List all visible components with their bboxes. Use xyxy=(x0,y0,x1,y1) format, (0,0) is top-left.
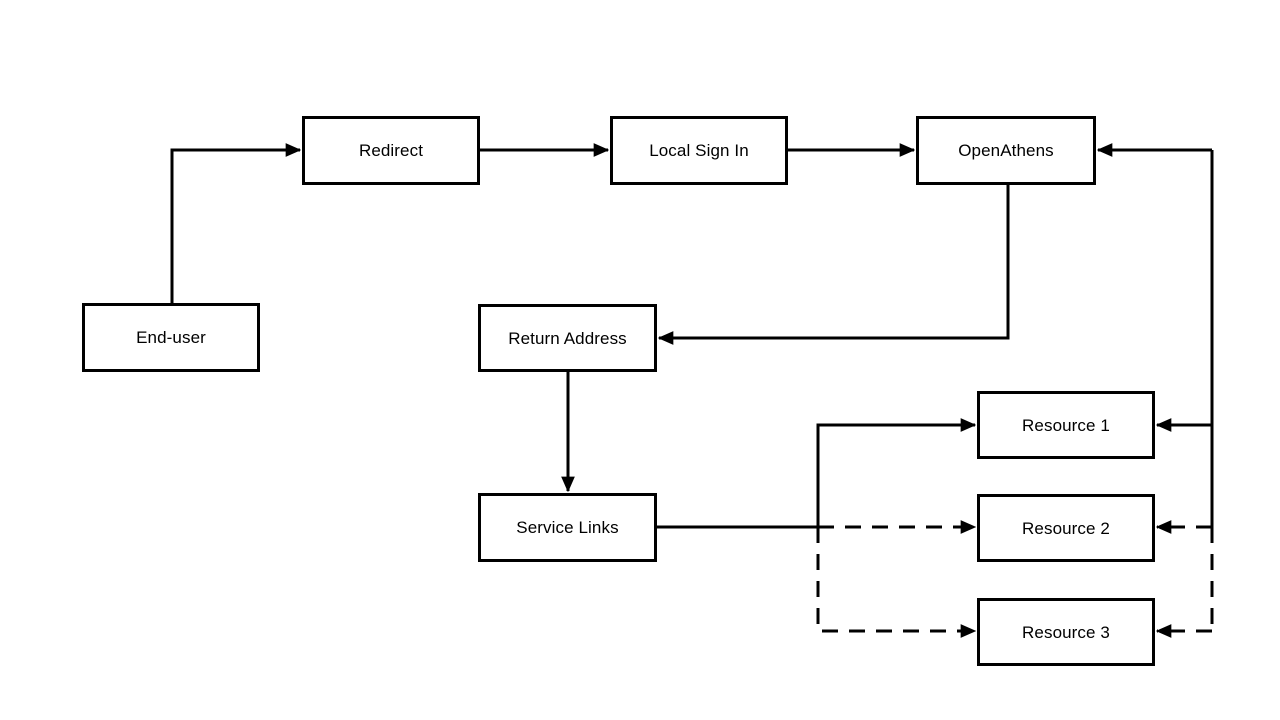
node-end-user[interactable]: End-user xyxy=(82,303,260,372)
node-local-sign-in[interactable]: Local Sign In xyxy=(610,116,788,185)
node-resource-1-label: Resource 1 xyxy=(1022,415,1110,435)
edge-end-user-to-redirect xyxy=(170,143,302,303)
node-return-address-label: Return Address xyxy=(508,328,627,348)
node-openathens-label: OpenAthens xyxy=(958,141,1054,160)
edge-service-links-to-resource-3 xyxy=(816,527,977,638)
node-redirect-label: Redirect xyxy=(358,141,424,160)
node-return-address[interactable]: Return Address xyxy=(478,304,657,372)
edge-service-links-to-resource-1 xyxy=(816,418,977,528)
node-resource-1[interactable]: Resource 1 xyxy=(977,391,1155,459)
node-redirect[interactable]: Redirect xyxy=(302,116,480,185)
node-service-links-label: Service Links xyxy=(516,518,619,537)
edge-openathens-to-return-address xyxy=(657,185,1010,345)
node-end-user-label: End-user xyxy=(136,328,206,347)
node-local-sign-in-label: Local Sign In xyxy=(649,141,749,160)
node-resource-2-label: Resource 2 xyxy=(1022,518,1110,538)
node-openathens[interactable]: OpenAthens xyxy=(916,116,1096,185)
node-resource-2[interactable]: Resource 2 xyxy=(977,494,1155,562)
node-resource-3-label: Resource 3 xyxy=(1022,622,1110,642)
node-service-links[interactable]: Service Links xyxy=(478,493,657,562)
node-resource-3[interactable]: Resource 3 xyxy=(977,598,1155,666)
